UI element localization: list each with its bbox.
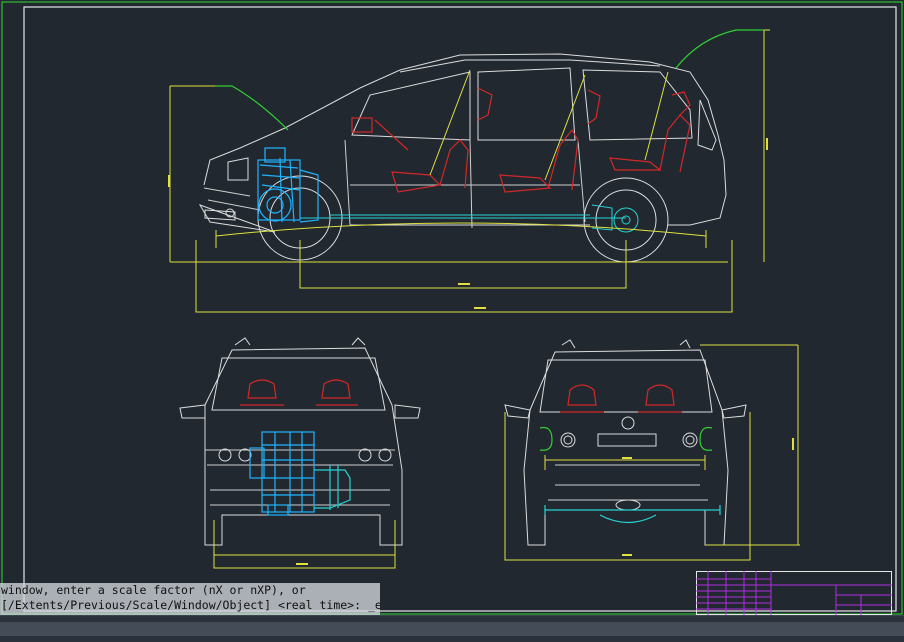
- vw-logo-icon: [621, 416, 635, 430]
- command-prompt-line[interactable]: [/Extents/Previous/Scale/Window/Object] …: [1, 598, 380, 612]
- outer-frame: [1, 1, 903, 615]
- side-view: [168, 29, 770, 313]
- engine-block-side: [257, 147, 319, 223]
- interior-side: [351, 87, 691, 193]
- title-block: [696, 571, 892, 615]
- rear-view: [504, 339, 800, 561]
- status-bar-track: [0, 622, 904, 636]
- front-view: [179, 337, 421, 569]
- command-line[interactable]: window, enter a scale factor (nX or nXP)…: [0, 583, 380, 615]
- engine-block-front: [249, 431, 315, 516]
- status-bar: [0, 615, 904, 642]
- command-history-line: window, enter a scale factor (nX or nXP)…: [1, 583, 306, 597]
- drawing-frame: [23, 6, 897, 612]
